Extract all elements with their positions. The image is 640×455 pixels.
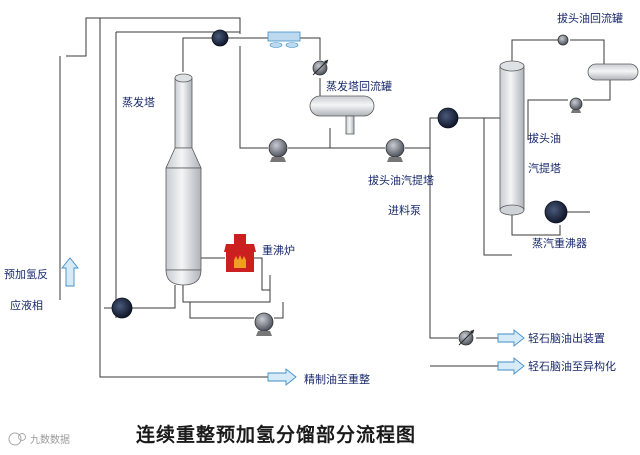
label-reboiler-furnace: 重沸炉 xyxy=(262,243,295,257)
label-evaporator-reflux-tank: 蒸发塔回流罐 xyxy=(326,79,392,93)
cooler-top-left xyxy=(211,29,229,47)
pump-reflux xyxy=(268,138,288,162)
label-prehydro-line1: 预加氢反 xyxy=(4,267,48,281)
label-evaporator-tower: 蒸发塔 xyxy=(122,95,155,109)
flow-arrow-refined-oil xyxy=(267,368,297,386)
flow-arrow-naphtha-iso xyxy=(497,357,525,375)
piping-right xyxy=(429,39,611,367)
reboiler-furnace xyxy=(224,234,256,272)
label-steam-reboiler: 蒸汽重沸器 xyxy=(532,236,587,250)
air-cooler xyxy=(267,31,301,48)
label-prehydro-line2: 应液相 xyxy=(10,298,43,312)
stripper-reflux-tank xyxy=(587,63,639,81)
label-stripper-reflux-tank: 拔头油回流罐 xyxy=(557,11,623,25)
flow-arrow-prehydro xyxy=(61,257,79,287)
flow-arrow-naphtha-out xyxy=(497,329,525,347)
label-light-naphtha-iso: 轻石脑油至异构化 xyxy=(528,359,616,373)
watermark-text: 九数数据 xyxy=(30,433,70,446)
label-light-naphtha-out: 轻石脑油出装置 xyxy=(528,331,605,345)
watermark: 九数数据 xyxy=(8,432,70,446)
pump-stripper-reflux xyxy=(569,97,583,113)
control-valve-stripper-top xyxy=(557,34,569,46)
evaporator-tower xyxy=(165,73,202,286)
pump-bottoms xyxy=(254,312,274,336)
cooler-bottom-left xyxy=(111,297,133,319)
label-refined-oil: 精制油至重整 xyxy=(304,372,370,386)
label-stripper-feed: 拔头油汽提塔 xyxy=(368,173,434,187)
evaporator-reflux-tank xyxy=(309,95,375,135)
feed-pump xyxy=(385,138,405,162)
diagram-title: 连续重整预加氢分馏部分流程图 xyxy=(136,423,416,446)
label-stripper-line2: 汽提塔 xyxy=(528,161,561,175)
label-feed-pump: 进料泵 xyxy=(388,203,421,217)
label-stripper-line1: 拔头油 xyxy=(528,131,561,145)
cooler-stripper-feed xyxy=(437,107,459,129)
control-valve-reflux xyxy=(312,59,329,76)
steam-reboiler xyxy=(544,200,568,224)
stripper-tower xyxy=(499,60,525,216)
piping-left xyxy=(59,17,440,378)
control-valve-naphtha xyxy=(458,329,475,346)
